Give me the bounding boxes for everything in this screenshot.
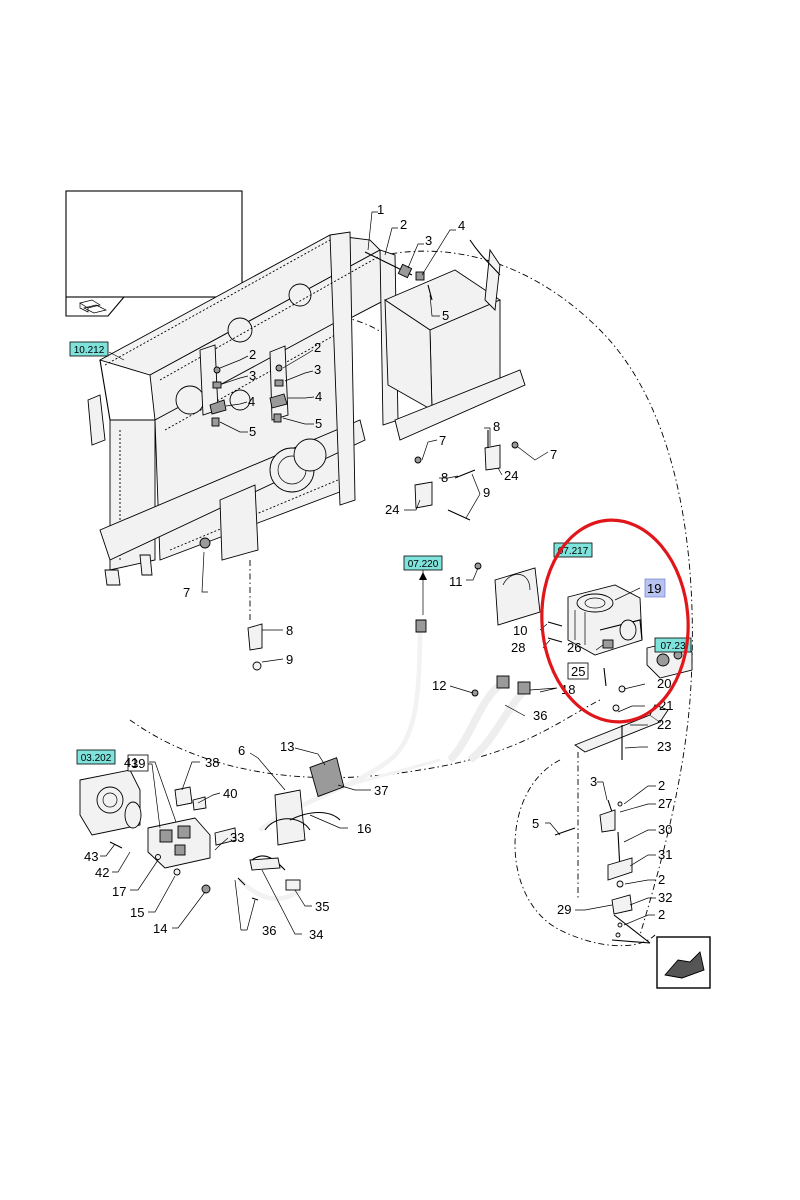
hydraulic-pump (567, 584, 643, 656)
callout-5[interactable]: 5 (315, 416, 322, 431)
callout-38[interactable]: 38 (205, 755, 219, 770)
callout-5[interactable]: 5 (442, 308, 449, 323)
callout-2[interactable]: 2 (400, 217, 407, 232)
svg-text:10.212: 10.212 (74, 345, 105, 356)
callout-31[interactable]: 31 (658, 847, 672, 862)
callout-2[interactable]: 2 (249, 347, 256, 362)
frame-fastener-stack-left (209, 366, 227, 427)
callout-32[interactable]: 32 (658, 890, 672, 905)
callout-37[interactable]: 37 (374, 783, 388, 798)
callout-5[interactable]: 5 (249, 424, 256, 439)
loose-bracket (247, 560, 263, 671)
callout-22[interactable]: 22 (657, 717, 671, 732)
callout-15[interactable]: 15 (130, 905, 144, 920)
callout-33[interactable]: 33 (230, 830, 244, 845)
ref-tag-03-202[interactable]: 03.202 (76, 749, 116, 765)
callout-4[interactable]: 4 (315, 389, 322, 404)
callout-4[interactable]: 4 (248, 394, 255, 409)
callout-4[interactable]: 4 (458, 218, 465, 233)
callout-29[interactable]: 29 (557, 902, 571, 917)
callout-2[interactable]: 2 (658, 907, 665, 922)
callout-6[interactable]: 6 (238, 743, 245, 758)
ref-tag-07-23[interactable]: 07.23 (654, 637, 692, 653)
highlight-circle (540, 518, 690, 724)
callout-10[interactable]: 10 (513, 623, 527, 638)
callout-9[interactable]: 9 (483, 485, 490, 500)
book-icon (79, 299, 108, 314)
callout-13[interactable]: 13 (280, 739, 294, 754)
svg-text:07.23: 07.23 (660, 641, 685, 652)
svg-text:39: 39 (131, 756, 145, 771)
callout-2[interactable]: 2 (314, 340, 321, 355)
callout-24[interactable]: 24 (385, 502, 399, 517)
svg-text:19: 19 (647, 581, 661, 596)
callout-30[interactable]: 30 (658, 822, 672, 837)
callout-27[interactable]: 27 (658, 796, 672, 811)
lower-bracket-group (554, 799, 651, 944)
callout-8[interactable]: 8 (441, 470, 448, 485)
callout-2[interactable]: 2 (658, 872, 665, 887)
hose-lines (238, 619, 531, 901)
machine-frame (87, 231, 526, 586)
hose-route-line (129, 699, 601, 779)
callout-24[interactable]: 24 (504, 468, 518, 483)
svg-text:25: 25 (571, 664, 585, 679)
callout-8[interactable]: 8 (286, 623, 293, 638)
svg-text:07.220: 07.220 (408, 559, 439, 570)
callout-12[interactable]: 12 (432, 678, 446, 693)
callout-1[interactable]: 1 (377, 202, 384, 217)
bracket-group-boundary (514, 759, 656, 947)
callout-11[interactable]: 11 (449, 574, 463, 589)
svg-text:03.202: 03.202 (81, 753, 112, 764)
callout-23[interactable]: 23 (657, 739, 671, 754)
svg-text:07.217: 07.217 (558, 546, 589, 557)
callout-7[interactable]: 7 (550, 447, 557, 462)
callout-40[interactable]: 40 (223, 786, 237, 801)
callout-3[interactable]: 3 (249, 368, 256, 383)
callout-43[interactable]: 43 (84, 849, 98, 864)
ref-tag-07-220[interactable]: 07.220 (403, 555, 443, 615)
frame-fastener-stack-right (269, 364, 288, 423)
callout-16[interactable]: 16 (357, 821, 371, 836)
next-page-arrow-button[interactable] (656, 936, 711, 989)
callout-36[interactable]: 36 (533, 708, 547, 723)
callout-26[interactable]: 26 (567, 640, 581, 655)
ref-tag-10-212[interactable]: 10.212 (69, 341, 125, 361)
callout-41[interactable]: 41 (124, 755, 138, 770)
callout-3[interactable]: 3 (314, 362, 321, 377)
mount-bracket (474, 562, 541, 626)
callout-3[interactable]: 3 (590, 774, 597, 789)
callout-9[interactable]: 9 (286, 652, 293, 667)
callout-25-boxed[interactable]: 25 (567, 662, 589, 680)
callout-39-boxed[interactable]: 39 (127, 754, 149, 772)
callout-34[interactable]: 34 (309, 927, 323, 942)
callout-17[interactable]: 17 (112, 884, 126, 899)
reference-tags: 10.212 07.220 07.217 07.23 03.202 (69, 341, 692, 765)
info-box (65, 190, 243, 317)
callout-3[interactable]: 3 (425, 233, 432, 248)
callout-42[interactable]: 42 (95, 865, 109, 880)
small-fasteners-right (547, 621, 626, 712)
callout-14[interactable]: 14 (153, 921, 167, 936)
callout-5[interactable]: 5 (532, 816, 539, 831)
callout-8[interactable]: 8 (493, 419, 500, 434)
callout-35[interactable]: 35 (315, 899, 329, 914)
callout-2[interactable]: 2 (658, 778, 665, 793)
callout-7[interactable]: 7 (439, 433, 446, 448)
callout-20[interactable]: 20 (657, 676, 671, 691)
callout-28[interactable]: 28 (511, 640, 525, 655)
callout-leaders (100, 211, 656, 935)
callout-7[interactable]: 7 (183, 585, 190, 600)
callout-19-highlighted[interactable]: 19 (644, 578, 666, 598)
callout-36[interactable]: 36 (262, 923, 276, 938)
